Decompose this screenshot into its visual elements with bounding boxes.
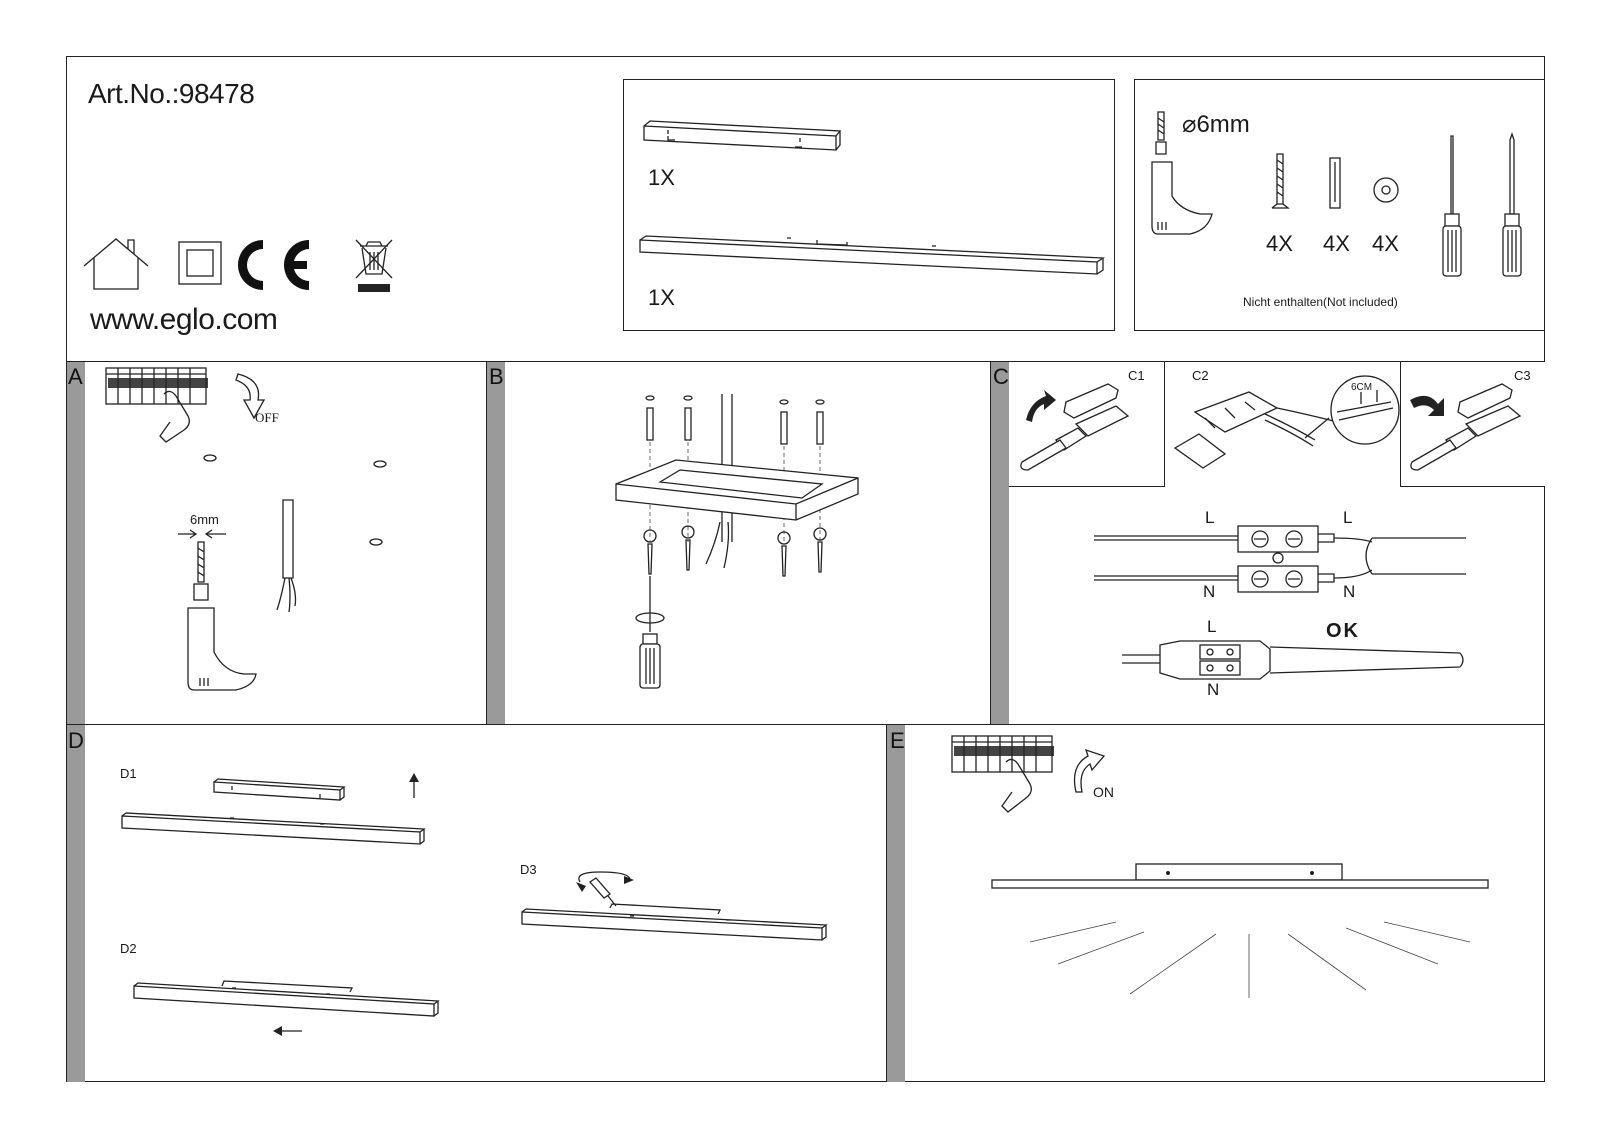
d1-light-bar-drawing — [121, 812, 426, 845]
divider-d-e — [886, 725, 887, 1082]
d2-attach-bar-drawing — [133, 980, 440, 1017]
hole-size-label: 6mm — [190, 512, 219, 527]
step-c-letter: C — [993, 364, 1009, 389]
not-included-note: Nicht enthalten(Not included) — [1243, 295, 1398, 309]
d1-label: D1 — [120, 766, 137, 781]
d3-screw-tighten-drawing — [521, 871, 828, 941]
drill-size-label: ⌀6mm — [1182, 111, 1250, 138]
divider-b-c — [990, 362, 991, 724]
strip-length-label: 6CM — [1351, 382, 1373, 393]
drill-icon — [1151, 111, 1213, 235]
n-right-label: N — [1343, 582, 1356, 601]
left-arrow-icon — [273, 1026, 302, 1036]
step-a-letter: A — [68, 364, 83, 389]
l-n-wiring-diagram — [1094, 525, 1466, 593]
n-bottom-label: N — [1207, 680, 1220, 699]
step-a-bar — [67, 362, 85, 724]
light-bar-drawing — [639, 235, 1106, 275]
breaker-panel-on-icon — [951, 735, 1054, 813]
step-c-bar — [991, 362, 1009, 724]
ce-mark-icon — [238, 240, 309, 290]
c1-connector-drawing — [1020, 383, 1130, 471]
ceiling-cable-drawing — [276, 499, 297, 613]
flat-screwdriver-icon — [1442, 135, 1462, 277]
row-divider-2 — [66, 724, 1545, 725]
drill-hole-drawing — [178, 529, 257, 691]
installed-light-drawing — [991, 863, 1489, 889]
step-b-letter: B — [489, 364, 504, 389]
c2-label: C2 — [1192, 368, 1209, 383]
parts-box — [623, 79, 1115, 331]
washer-quantity: 4X — [1372, 231, 1399, 256]
on-label: ON — [1093, 784, 1114, 800]
washer-icon — [1373, 177, 1399, 203]
c1-label: C1 — [1128, 368, 1145, 383]
l-right-label: L — [1343, 508, 1353, 527]
website-url[interactable]: www.eglo.com — [90, 303, 278, 336]
weee-bin-icon — [355, 239, 393, 292]
phillips-screwdriver-icon — [1502, 131, 1522, 277]
up-arrow-icon — [409, 773, 419, 798]
off-label: OFF — [255, 410, 279, 425]
c2-wiring-drawing — [1173, 375, 1400, 469]
step-d-bar — [67, 725, 85, 1082]
screw-icon — [1271, 153, 1290, 209]
dowel-quantity: 4X — [1323, 231, 1350, 256]
divider-a-b — [486, 362, 487, 724]
switch-on-arrow-icon — [1073, 748, 1106, 793]
step-e-letter: E — [890, 728, 905, 753]
mounting-installation-drawing — [615, 394, 859, 689]
ok-label: OK — [1326, 620, 1360, 642]
step-b-bar — [487, 362, 505, 724]
l-bottom-label: L — [1207, 617, 1217, 636]
row-divider-1 — [66, 361, 1545, 362]
house-icon — [83, 238, 149, 290]
double-insulation-icon — [178, 241, 222, 285]
l-left-label: L — [1205, 508, 1215, 527]
switch-off-arrow-icon — [235, 373, 266, 420]
c3-connector-drawing — [1410, 383, 1522, 471]
article-number: Art.No.:98478 — [88, 78, 255, 109]
page-frame — [66, 56, 1545, 1082]
n-left-label: N — [1203, 582, 1216, 601]
part2-quantity: 1X — [648, 285, 675, 310]
d2-label: D2 — [120, 941, 137, 956]
part1-quantity: 1X — [648, 165, 675, 190]
screw-quantity: 4X — [1266, 231, 1293, 256]
mounting-plate-drawing — [643, 120, 842, 151]
d1-detach-plate-drawing — [213, 778, 346, 801]
ceiling-holes-drawing — [203, 454, 387, 546]
light-rays-drawing — [1029, 921, 1471, 998]
closed-connector-drawing — [1122, 640, 1464, 680]
d3-label: D3 — [520, 862, 537, 877]
tools-box — [1134, 79, 1545, 331]
step-d-letter: D — [68, 728, 84, 753]
dowel-icon — [1329, 157, 1341, 209]
breaker-panel-off-icon — [105, 367, 208, 443]
c3-label: C3 — [1514, 368, 1531, 383]
step-e-bar — [887, 725, 905, 1082]
